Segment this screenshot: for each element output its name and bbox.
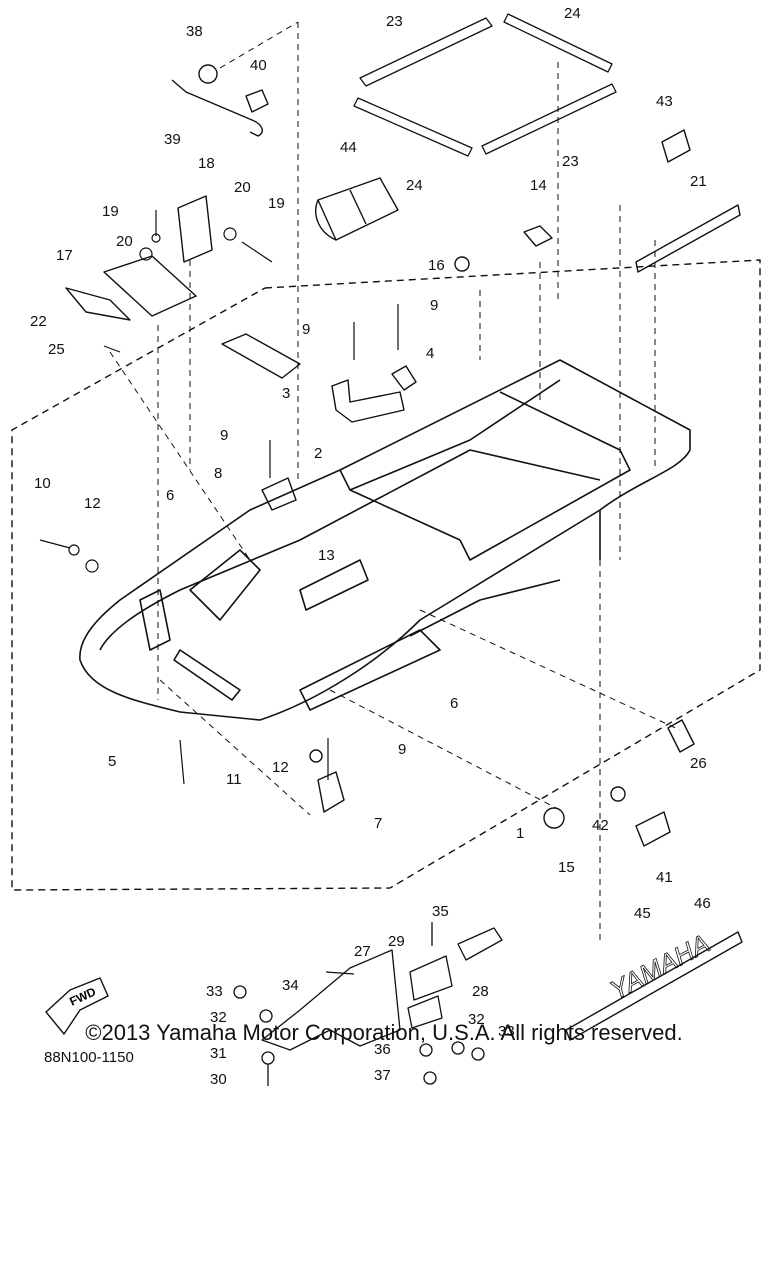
callout-42: 42 [592, 817, 609, 834]
part-39-rod [171, 79, 263, 137]
part-43-clip [661, 129, 691, 163]
callout-12b: 12 [272, 759, 289, 776]
callout-9a: 9 [302, 321, 310, 338]
callout-18: 18 [198, 155, 215, 172]
callout-14: 14 [530, 177, 547, 194]
part-number: 88N100-1150 [44, 1049, 134, 1066]
callout-28: 28 [472, 983, 489, 1000]
part-14-pad [523, 225, 553, 247]
callout-22: 22 [30, 313, 47, 330]
parts-diagram: FWD YAMAHA 1 2 3 4 5 6 6 7 8 9 9 9 9 10 … [11, 5, 761, 1088]
callout-23b: 23 [562, 153, 579, 170]
callout-33b: 33 [498, 1023, 515, 1040]
hull-frame [79, 359, 691, 721]
callout-15: 15 [558, 859, 575, 876]
leader-lines [109, 21, 681, 940]
callout-32b: 32 [468, 1011, 485, 1028]
part-8-clamp [261, 477, 297, 511]
callout-27: 27 [354, 943, 371, 960]
callout-34: 34 [282, 977, 299, 994]
part-41-clip [635, 811, 671, 847]
callout-39: 39 [164, 131, 181, 148]
fasteners [39, 210, 399, 785]
part-46-stripe [565, 931, 743, 1041]
fwd-arrow [45, 977, 109, 1035]
part-2-bracket [331, 379, 405, 423]
callout-33a: 33 [206, 983, 223, 1000]
part-21-strip [635, 204, 741, 273]
callout-32a: 32 [210, 1009, 227, 1026]
callout-20a: 20 [116, 233, 133, 250]
callout-11: 11 [226, 771, 242, 788]
callout-36: 36 [374, 1041, 391, 1058]
callout-6b: 6 [450, 695, 458, 712]
callout-10: 10 [34, 475, 51, 492]
callout-44: 44 [340, 139, 357, 156]
part-38-grommet [198, 64, 218, 84]
callout-25: 25 [48, 341, 65, 358]
part-40-clip [245, 89, 269, 113]
group-boundary-dashed [11, 259, 761, 891]
callout-7: 7 [374, 815, 382, 832]
part-26-clip [667, 719, 695, 753]
callout-16: 16 [428, 257, 445, 274]
part-17-plate [103, 255, 197, 317]
callout-26: 26 [690, 755, 707, 772]
callout-43: 43 [656, 93, 673, 110]
callout-9d: 9 [398, 741, 406, 758]
part-18-plate [177, 195, 213, 263]
callout-38: 38 [186, 23, 203, 40]
callout-12a: 12 [84, 495, 101, 512]
callout-2: 2 [314, 445, 322, 462]
copyright-notice: ©2013 Yamaha Motor Corporation, U.S.A. A… [85, 1020, 683, 1045]
callout-labels: 1 2 3 4 5 6 6 7 8 9 9 9 9 10 11 12 12 13… [30, 5, 711, 1088]
part-4-bracket [391, 365, 417, 391]
fwd-text: FWD [67, 984, 98, 1008]
seal-strips [353, 13, 617, 157]
callout-9c: 9 [220, 427, 228, 444]
callout-21: 21 [690, 173, 707, 190]
callout-41: 41 [656, 869, 673, 886]
bottom-assembly [233, 922, 503, 1086]
callout-19b: 19 [268, 195, 285, 212]
part-44-tank [315, 177, 399, 241]
callout-30: 30 [210, 1071, 227, 1088]
callout-9b: 9 [430, 297, 438, 314]
callout-3: 3 [282, 385, 290, 402]
callout-17: 17 [56, 247, 73, 264]
callout-35: 35 [432, 903, 449, 920]
callout-6a: 6 [166, 487, 174, 504]
callout-1: 1 [516, 825, 524, 842]
part-42-grommet [610, 786, 626, 802]
callout-4: 4 [426, 345, 434, 362]
part-15-plug [543, 807, 565, 829]
callout-23a: 23 [386, 13, 403, 30]
callout-37: 37 [374, 1067, 391, 1084]
part-22-bracket [65, 287, 131, 321]
callout-24b: 24 [406, 177, 423, 194]
callout-46: 46 [694, 895, 711, 912]
callout-31: 31 [210, 1045, 227, 1062]
callout-24a: 24 [564, 5, 581, 22]
callout-5: 5 [108, 753, 116, 770]
part-12-washer [309, 749, 323, 763]
part-3-bracket [221, 333, 301, 379]
part-7-clip [317, 771, 345, 813]
callout-45: 45 [634, 905, 651, 922]
callout-40: 40 [250, 57, 267, 74]
callout-29: 29 [388, 933, 405, 950]
callout-8: 8 [214, 465, 222, 482]
callout-13: 13 [318, 547, 335, 564]
callout-19a: 19 [102, 203, 119, 220]
callout-20b: 20 [234, 179, 251, 196]
part-16-grommet [454, 256, 470, 272]
